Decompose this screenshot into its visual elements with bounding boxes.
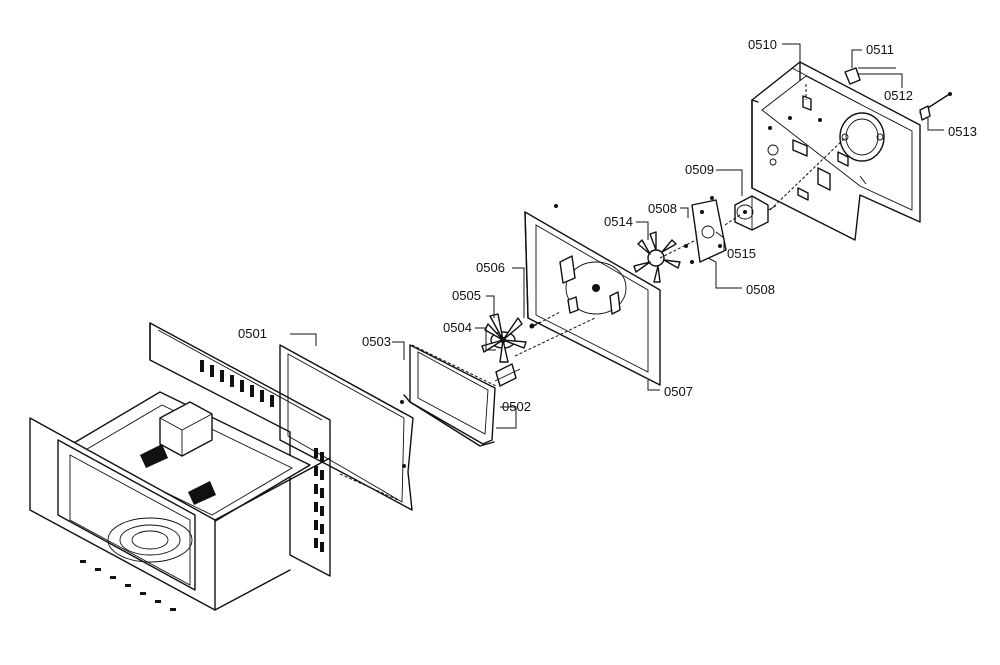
label-0509: 0509 (685, 162, 714, 177)
label-0506: 0506 (476, 260, 505, 275)
part-0507-convection-panel (524, 204, 661, 386)
part-0509-motor (734, 195, 777, 231)
part-0508-bracket (684, 196, 727, 264)
part-0503-heater-frame (400, 344, 496, 447)
part-0501-gasket (279, 344, 414, 511)
part-0505-fan (481, 313, 527, 363)
label-0508-bottom: 0508 (746, 282, 775, 297)
label-0508-top: 0508 (648, 201, 677, 216)
label-0503: 0503 (362, 334, 391, 349)
label-0507: 0507 (664, 384, 693, 399)
leader-lines (290, 43, 944, 501)
label-0502: 0502 (502, 399, 531, 414)
label-0513: 0513 (948, 124, 977, 139)
label-0515: 0515 (727, 246, 756, 261)
oven-cavity (29, 322, 331, 611)
label-0514: 0514 (604, 214, 633, 229)
part-0514-fan-blade (633, 231, 681, 283)
part-labels: 0501 0502 0503 0504 0505 0506 0507 0508 … (238, 37, 977, 414)
part-0510-rear-panel (751, 61, 921, 241)
part-0511-clip (844, 67, 861, 85)
label-0504: 0504 (443, 320, 472, 335)
label-0501: 0501 (238, 326, 267, 341)
label-0510: 0510 (748, 37, 777, 52)
label-0505: 0505 (452, 288, 481, 303)
part-0513-screw (919, 92, 952, 121)
label-0512: 0512 (884, 88, 913, 103)
label-0511: 0511 (866, 42, 894, 57)
part-0504-fan-hub (494, 363, 521, 387)
